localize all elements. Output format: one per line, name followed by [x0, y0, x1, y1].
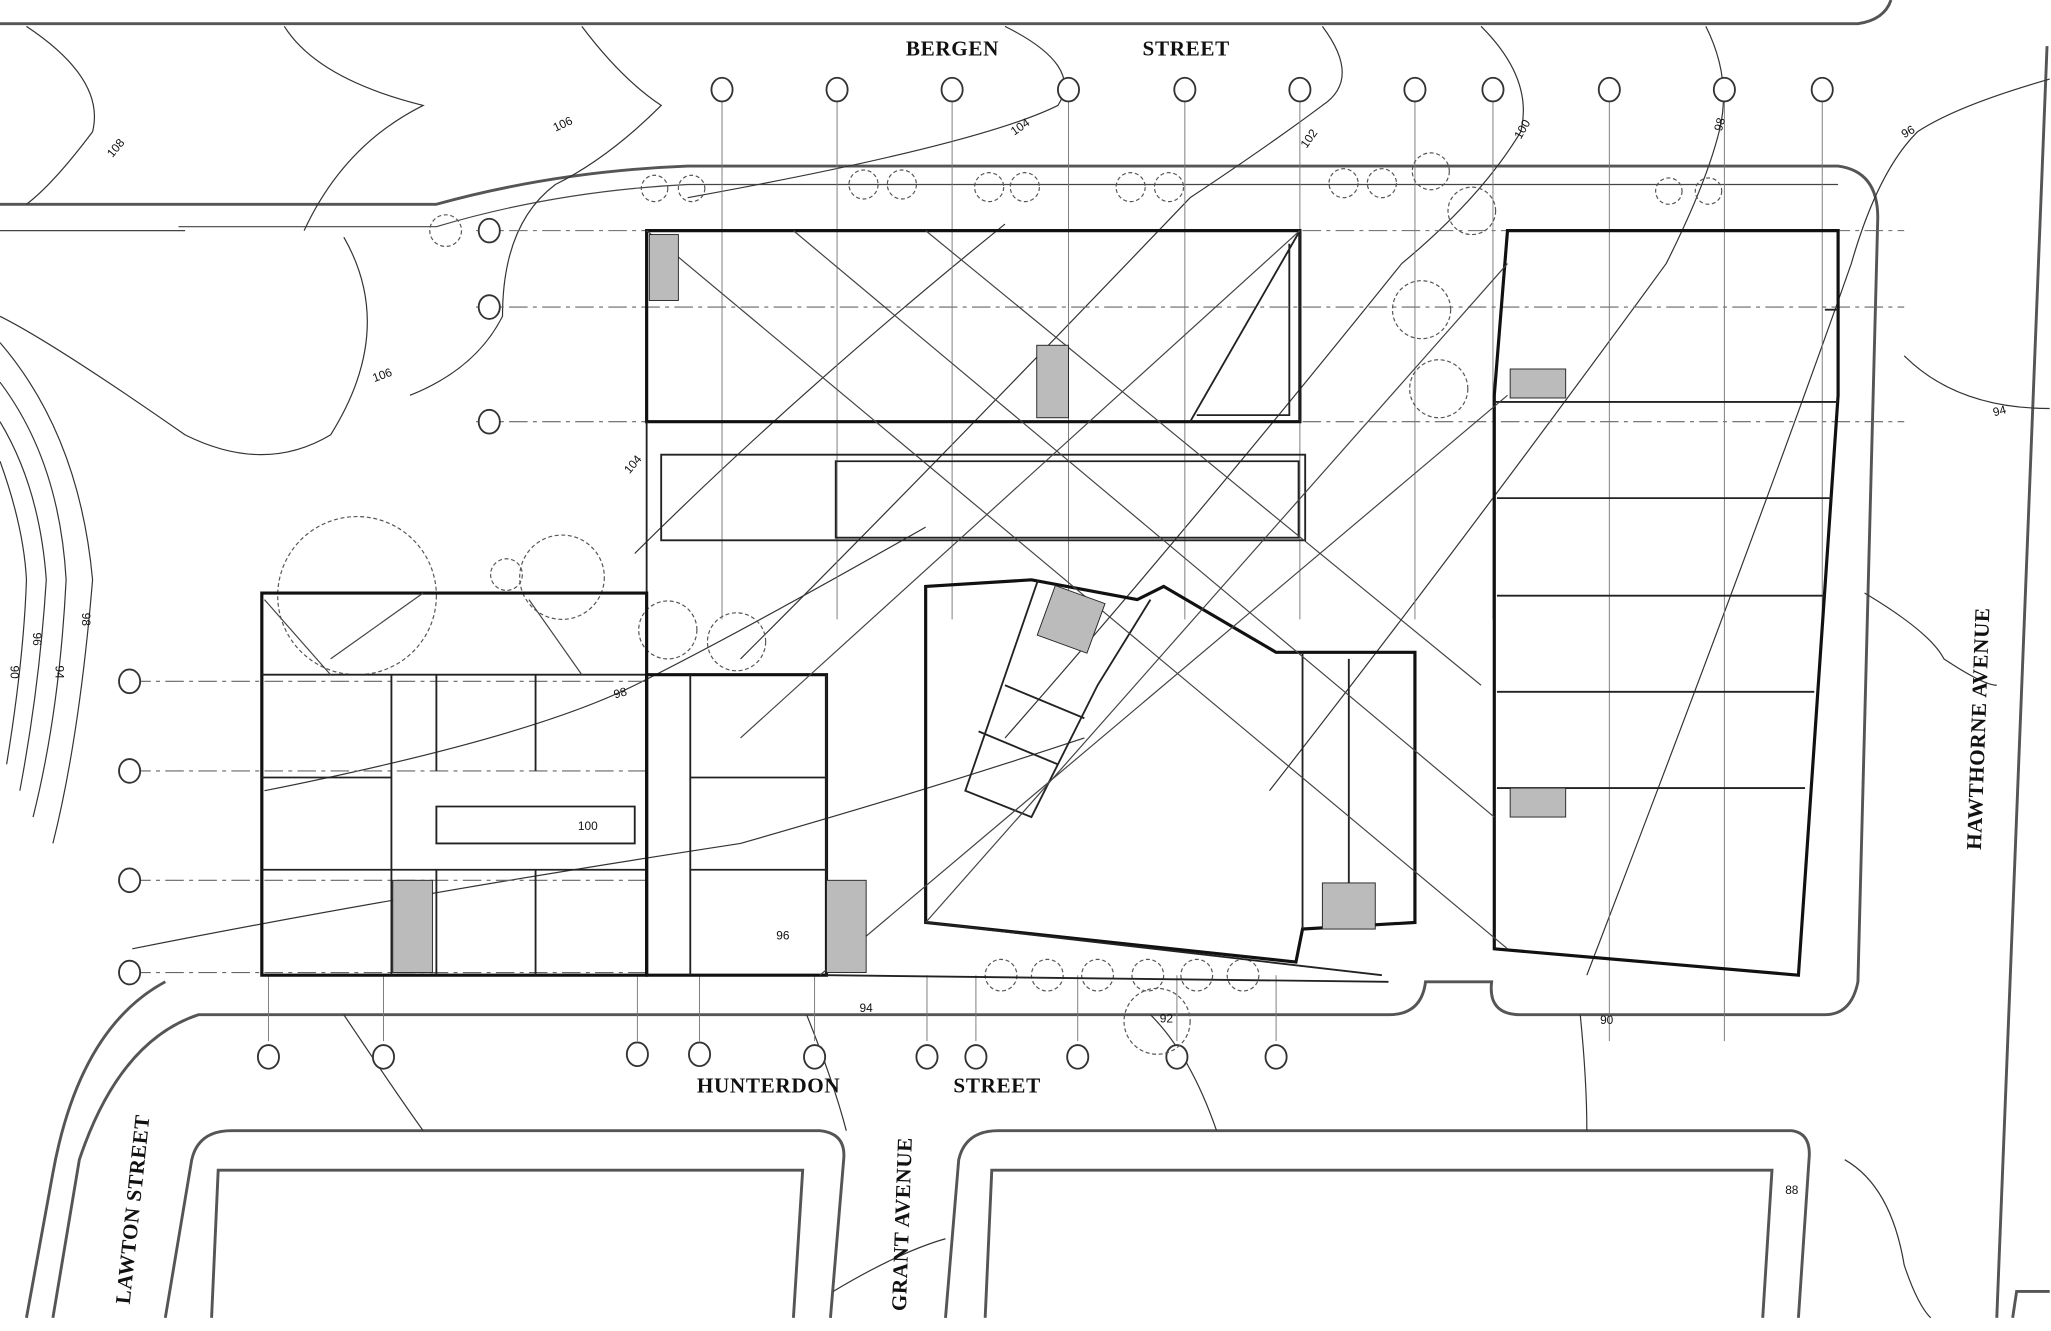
hawthorne-avenue-label: HAWTHORNE AVENUE [1962, 607, 1995, 850]
contour-label: 98 [1711, 116, 1728, 133]
contour-lines [0, 25, 2050, 1319]
contour-label: 94 [1991, 402, 2008, 419]
lawton-street-label: LAWTON STREET [111, 1113, 155, 1305]
contour-label: 100 [1511, 117, 1533, 141]
contour-label: 90 [1600, 1013, 1614, 1027]
contour-label: 92 [1160, 1012, 1173, 1026]
contour-label: 98 [612, 684, 629, 701]
contour-label: 90 [8, 666, 22, 680]
contour-label: 100 [578, 819, 598, 833]
grant-avenue-label: GRANT AVENUE [887, 1137, 917, 1312]
contour-label: 96 [30, 633, 44, 647]
contour-labels: 108 106 106 104 104 102 100 98 96 94 100… [8, 113, 2009, 1197]
bergen-label: BERGEN [906, 36, 999, 60]
contour-label: 94 [53, 666, 67, 680]
contour-label: 102 [1297, 126, 1320, 150]
contour-label: 104 [1008, 115, 1033, 138]
hunterdon-street-label: STREET [953, 1074, 1040, 1098]
contour-label: 96 [776, 929, 790, 943]
building-outline [260, 229, 1840, 983]
contour-label: 98 [79, 613, 93, 627]
contour-label: 104 [621, 452, 645, 476]
contour-label: 88 [1785, 1183, 1799, 1197]
hunterdon-label: HUNTERDON [697, 1074, 840, 1098]
contour-label: 94 [860, 1001, 874, 1015]
contour-label: 106 [551, 113, 575, 134]
grid-bubbles [118, 76, 1834, 1070]
stairs [392, 234, 1567, 974]
trees [277, 152, 1723, 1055]
contour-label: 108 [104, 136, 128, 160]
contour-label: 106 [370, 365, 394, 385]
contour-label: 96 [1899, 122, 1918, 141]
bergen-street-label: STREET [1143, 36, 1230, 60]
